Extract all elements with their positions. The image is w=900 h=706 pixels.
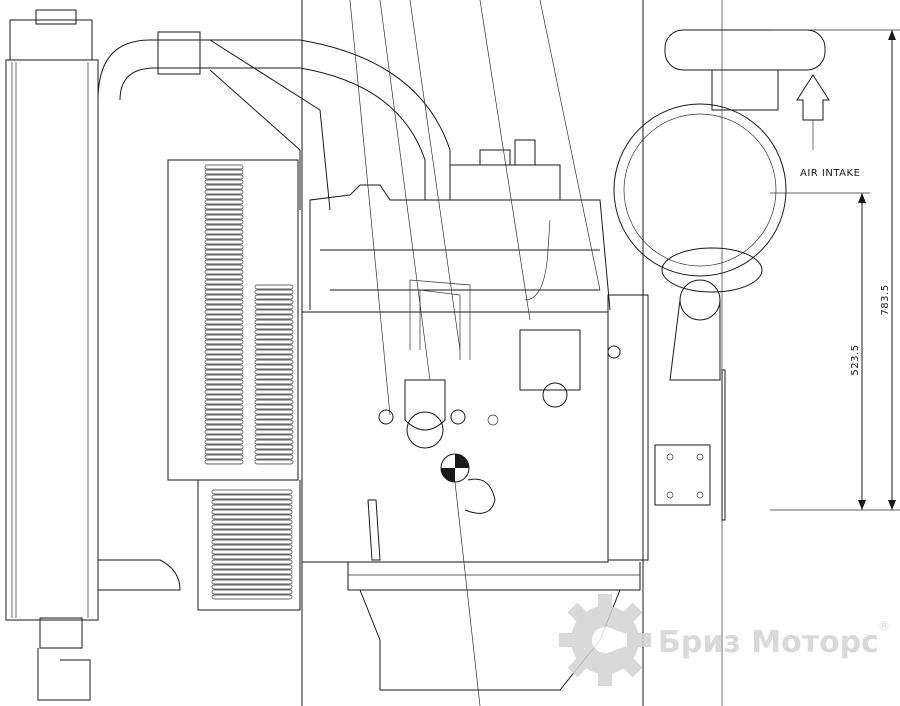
fan-guard: [167, 159, 301, 611]
watermark-text: Бриз Моторс: [658, 625, 879, 660]
dimension-lines: [770, 29, 900, 511]
air-intake-arrow: [796, 74, 830, 150]
frame-lines: [301, 0, 723, 706]
air-intake-label: AIR INTAKE: [800, 168, 860, 179]
engine-block: [301, 0, 649, 706]
dimension-mount-height: 523.5: [850, 344, 861, 375]
air-filter: [613, 29, 826, 521]
upper-coolant-hose: [97, 31, 451, 211]
registered-mark: ®: [878, 619, 890, 633]
watermark: Бриз Моторс ®: [559, 594, 890, 686]
dimension-total-height: 783.5: [880, 284, 891, 315]
gear-icon: [559, 594, 651, 686]
radiator: [5, 9, 99, 701]
lower-coolant-hose: [98, 559, 181, 591]
